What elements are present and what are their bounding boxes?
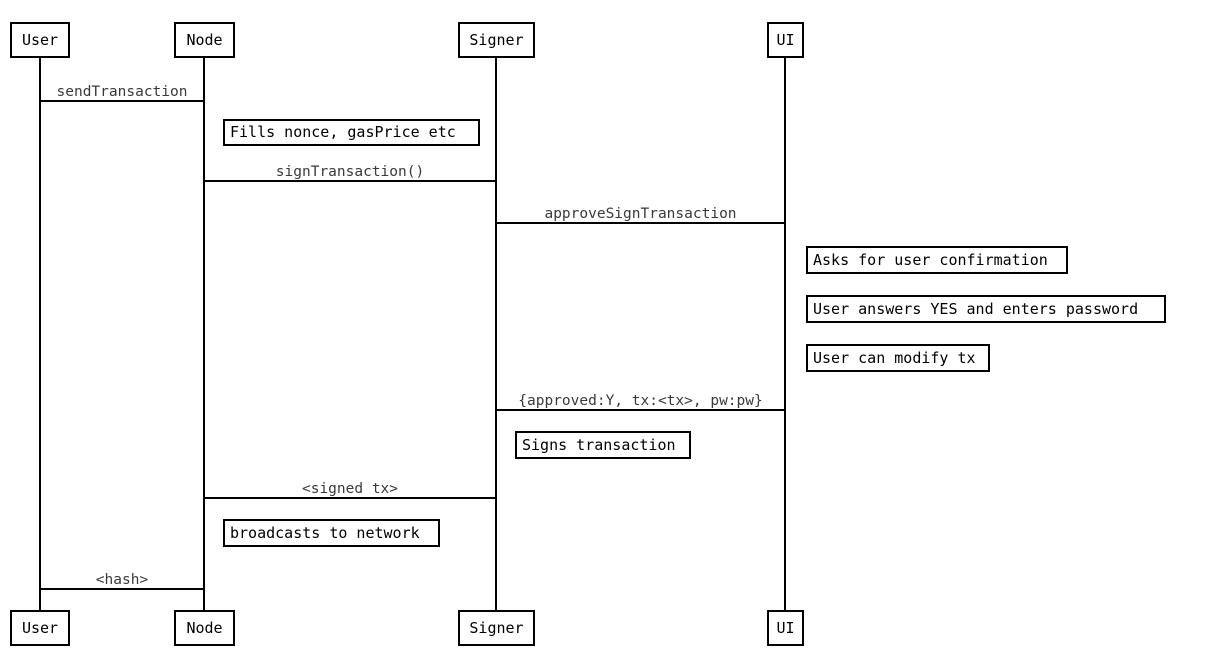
participant-header-signer[interactable]: Signer bbox=[458, 22, 535, 58]
note-n6: broadcasts to network bbox=[223, 519, 440, 547]
note-label: Asks for user confirmation bbox=[813, 250, 1048, 269]
lifeline-user bbox=[39, 58, 41, 610]
message-line-m2 bbox=[203, 180, 497, 182]
participant-label: User bbox=[21, 618, 59, 637]
participant-footer-user[interactable]: User bbox=[10, 610, 70, 646]
message-line-m5 bbox=[203, 497, 497, 499]
note-label: broadcasts to network bbox=[230, 523, 420, 542]
lifeline-signer bbox=[495, 58, 497, 610]
participant-header-node[interactable]: Node bbox=[174, 22, 235, 58]
participant-label: UI bbox=[776, 618, 795, 637]
lifeline-ui bbox=[784, 58, 786, 610]
participant-footer-signer[interactable]: Signer bbox=[458, 610, 535, 646]
participant-label: UI bbox=[776, 30, 795, 49]
lifeline-node bbox=[203, 58, 205, 610]
participant-label: Signer bbox=[469, 30, 524, 49]
note-n5: Signs transaction bbox=[515, 431, 691, 459]
note-n2: Asks for user confirmation bbox=[806, 246, 1068, 274]
note-n3: User answers YES and enters password bbox=[806, 295, 1166, 323]
participant-label: User bbox=[21, 30, 59, 49]
message-label-m5: <signed tx> bbox=[301, 481, 399, 497]
message-line-m4 bbox=[495, 409, 786, 411]
participant-label: Signer bbox=[469, 618, 524, 637]
message-label-m6: <hash> bbox=[95, 572, 149, 588]
message-label-m3: approveSignTransaction bbox=[544, 206, 737, 222]
message-line-m3 bbox=[495, 222, 786, 224]
note-n4: User can modify tx bbox=[806, 344, 990, 372]
participant-label: Node bbox=[186, 618, 223, 637]
note-label: Signs transaction bbox=[522, 435, 676, 454]
participant-header-user[interactable]: User bbox=[10, 22, 70, 58]
participant-footer-ui[interactable]: UI bbox=[767, 610, 804, 646]
participant-label: Node bbox=[186, 30, 223, 49]
note-label: User answers YES and enters password bbox=[813, 299, 1139, 318]
message-label-m4: {approved:Y, tx:<tx>, pw:pw} bbox=[518, 393, 763, 409]
message-label-m2: signTransaction() bbox=[275, 164, 425, 180]
message-line-m1 bbox=[39, 100, 205, 102]
participant-header-ui[interactable]: UI bbox=[767, 22, 804, 58]
note-label: Fills nonce, gasPrice etc bbox=[230, 123, 456, 141]
participant-footer-node[interactable]: Node bbox=[174, 610, 235, 646]
message-line-m6 bbox=[39, 588, 205, 590]
note-n1: Fills nonce, gasPrice etc bbox=[223, 119, 480, 146]
note-label: User can modify tx bbox=[813, 348, 976, 367]
message-label-m1: sendTransaction bbox=[56, 84, 188, 100]
